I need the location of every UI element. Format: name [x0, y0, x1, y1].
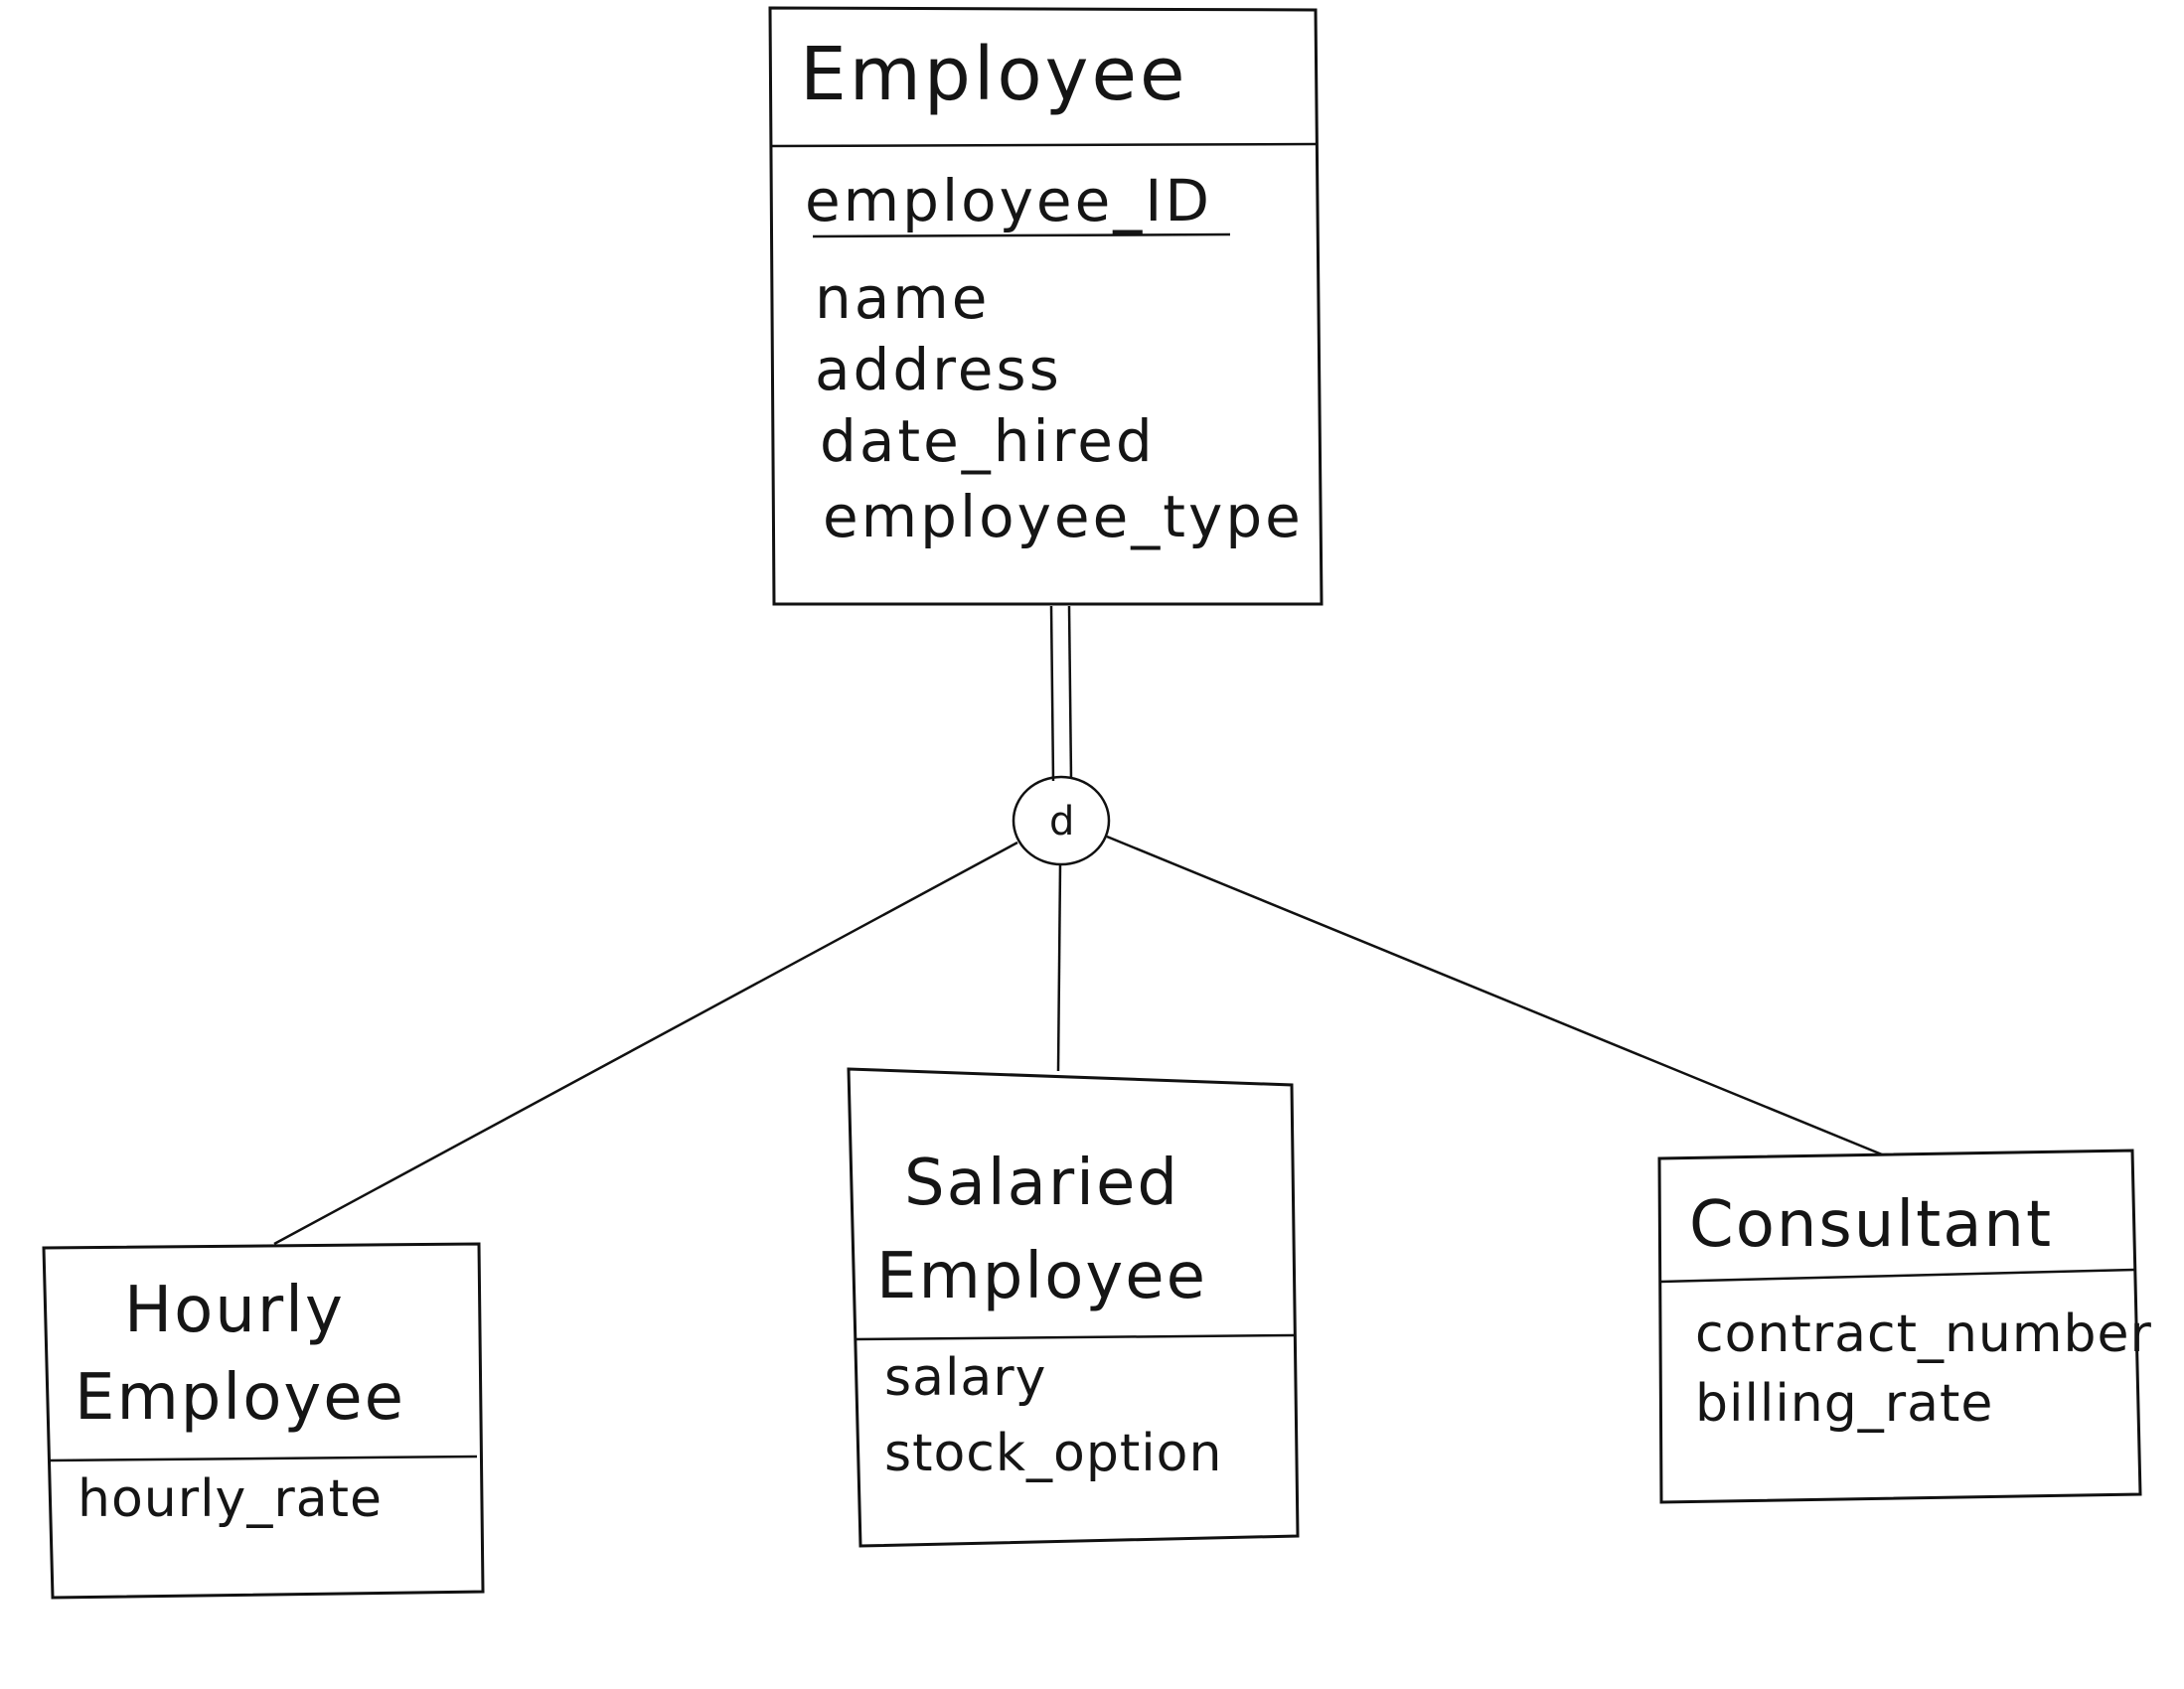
entity-consultant-divider — [1659, 1268, 2135, 1284]
entity-salaried-employee-attr-salary: salary — [884, 1348, 1046, 1408]
entity-consultant: Consultant contract_number billing_rate — [1657, 1149, 2152, 1504]
connector-consultant — [1106, 835, 1883, 1156]
entity-salaried-employee-name-line1: Salaried — [904, 1147, 1179, 1220]
entity-salaried-employee: Salaried Employee salary stock_option — [847, 1067, 1300, 1548]
primary-key-underline — [812, 232, 1231, 238]
disjoint-label: d — [1049, 799, 1074, 844]
disjoint-circle: d — [1012, 775, 1111, 866]
total-specialization-line — [1049, 605, 1073, 782]
entity-employee-divider — [771, 142, 1318, 148]
entity-consultant-attr-contract-number: contract_number — [1695, 1305, 2152, 1364]
entity-employee: Employee employee_ID name address date_h… — [768, 6, 1324, 606]
entity-employee-box — [768, 6, 1324, 606]
entity-consultant-box — [1657, 1149, 2142, 1504]
entity-consultant-name: Consultant — [1689, 1188, 2053, 1262]
entity-salaried-employee-name-line2: Employee — [876, 1240, 1207, 1313]
entity-employee-name: Employee — [800, 32, 1188, 117]
entity-employee-attr-date-hired: date_hired — [820, 407, 1156, 475]
entity-hourly-employee-attr-hourly-rate: hourly_rate — [78, 1469, 383, 1529]
entity-hourly-employee-box — [42, 1242, 485, 1600]
entity-salaried-employee-divider — [854, 1333, 1295, 1341]
connector-hourly — [273, 841, 1018, 1246]
entity-employee-primary-key: employee_ID — [805, 167, 1212, 234]
connector-salaried — [1056, 863, 1062, 1072]
entity-hourly-employee-name-line2: Employee — [75, 1361, 405, 1435]
entity-consultant-attr-billing-rate: billing_rate — [1695, 1374, 1993, 1434]
entity-employee-attr-employee-type: employee_type — [823, 483, 1304, 550]
entity-salaried-employee-attr-stock-option: stock_option — [884, 1424, 1222, 1483]
entity-salaried-employee-box — [847, 1067, 1300, 1548]
entity-employee-attr-address: address — [815, 336, 1062, 403]
entity-employee-attr-name: name — [815, 264, 990, 332]
entity-hourly-employee-name-line1: Hourly — [124, 1274, 345, 1347]
entity-hourly-employee-divider — [48, 1455, 478, 1462]
entity-hourly-employee: Hourly Employee hourly_rate — [42, 1242, 485, 1600]
